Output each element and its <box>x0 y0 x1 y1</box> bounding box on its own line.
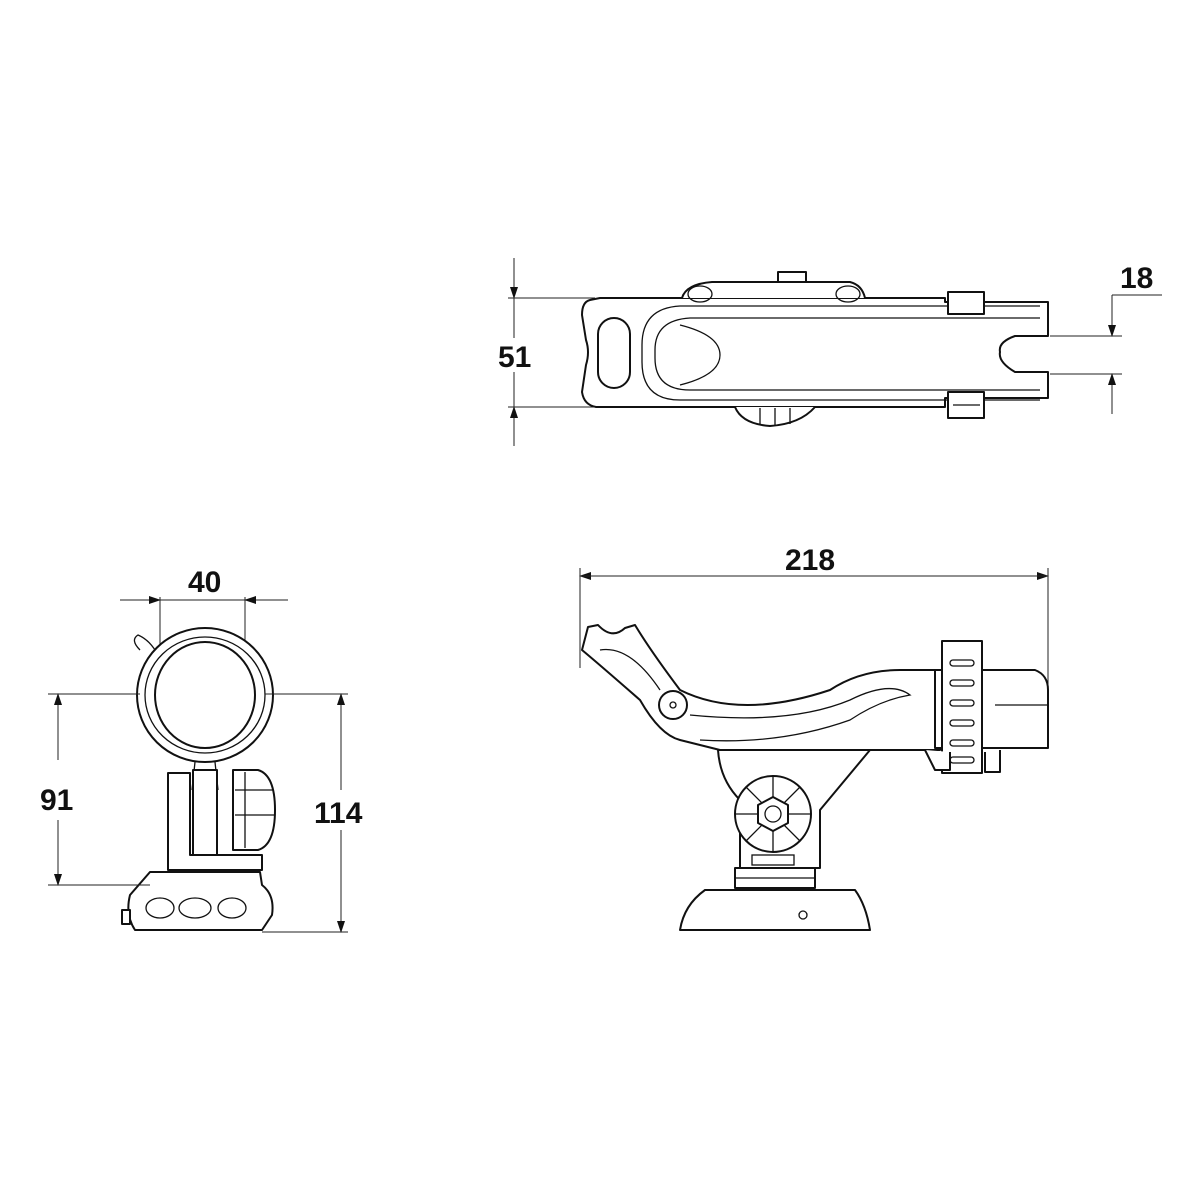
dimension-label-40: 40 <box>188 566 221 599</box>
side-base <box>679 867 871 931</box>
side-tube <box>924 640 1049 774</box>
front-stem <box>167 769 276 871</box>
dimension-114: 114 <box>262 693 363 933</box>
dimension-18: 18 <box>1050 262 1162 414</box>
dimension-label-18: 18 <box>1120 262 1153 295</box>
front-view: 40 <box>40 566 363 933</box>
side-pedestal <box>717 749 871 869</box>
dimension-label-114: 114 <box>314 797 363 830</box>
dimension-91: 91 <box>40 693 150 886</box>
dimension-label-51: 51 <box>498 341 531 374</box>
top-view: 51 <box>498 258 1162 446</box>
front-base <box>121 871 274 931</box>
dimension-label-218: 218 <box>785 544 835 577</box>
rod-tube-end <box>133 627 274 791</box>
rod-holder-top-body <box>581 271 1049 427</box>
dimension-label-91: 91 <box>40 784 73 817</box>
dimension-51: 51 <box>498 258 595 446</box>
side-view: 218 <box>579 544 1049 931</box>
side-cradle <box>581 624 941 751</box>
dimension-218: 218 <box>579 544 1049 748</box>
